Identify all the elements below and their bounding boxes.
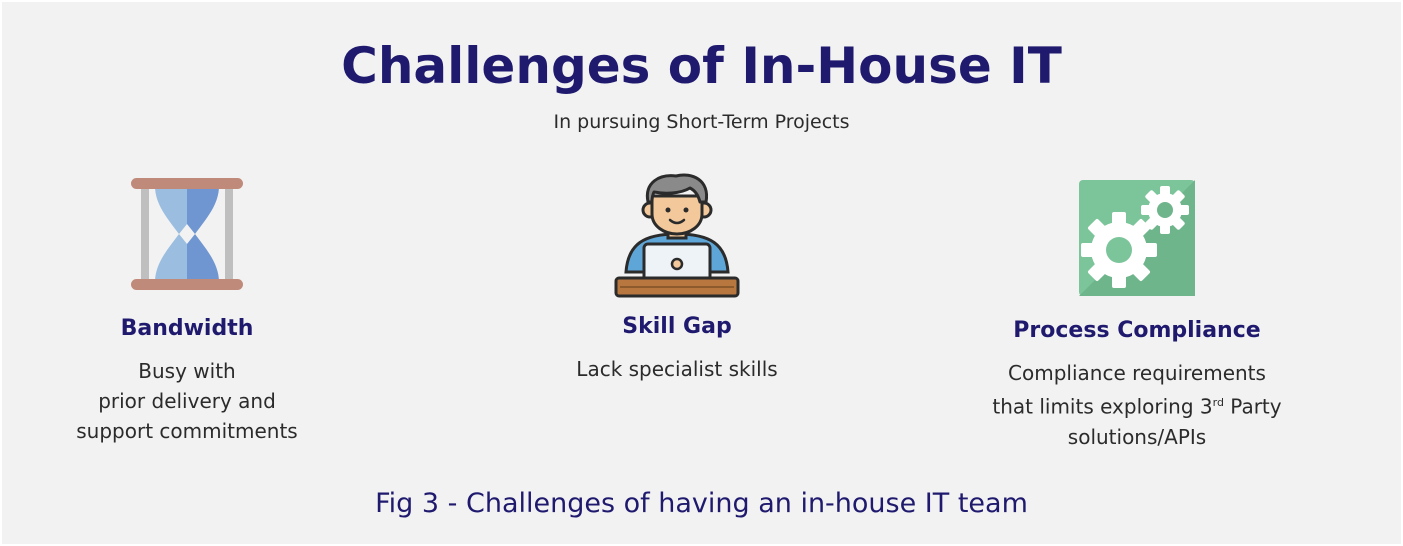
challenge-desc-line: Busy with xyxy=(138,359,236,383)
challenge-desc-line: support commitments xyxy=(76,419,298,443)
desc-text: Party xyxy=(1223,394,1282,419)
challenge-desc-line: solutions/APIs xyxy=(1067,424,1207,449)
challenge-title: Skill Gap xyxy=(622,314,732,339)
gears-icon xyxy=(1079,180,1195,296)
page-title: Challenges of In-House IT xyxy=(341,37,1062,95)
page-subtitle: In pursuing Short-Term Projects xyxy=(553,111,850,133)
challenge-skill-gap: Skill Gap Lack specialist skills xyxy=(522,172,832,384)
challenge-title: Bandwidth xyxy=(120,316,254,341)
challenge-desc-line: Compliance requirements xyxy=(1008,361,1266,385)
figure-caption: Fig 3 - Challenges of having an in-house… xyxy=(375,488,1028,519)
hourglass-icon xyxy=(129,172,245,296)
ordinal-suffix: rd xyxy=(1212,396,1224,409)
challenge-desc-line: Lack specialist skills xyxy=(576,357,778,381)
challenge-desc-line: prior delivery and xyxy=(98,389,276,413)
developer-at-laptop-icon xyxy=(610,172,744,302)
desc-text: that limits exploring 3 xyxy=(992,394,1213,419)
challenge-title: Process Compliance xyxy=(1013,318,1261,343)
challenge-process-compliance: Process Compliance Compliance requiremen… xyxy=(962,172,1312,452)
challenge-bandwidth: Bandwidth Busy with prior delivery and s… xyxy=(32,172,342,446)
challenge-desc-line: that limits exploring 3rd Party xyxy=(962,388,1312,422)
